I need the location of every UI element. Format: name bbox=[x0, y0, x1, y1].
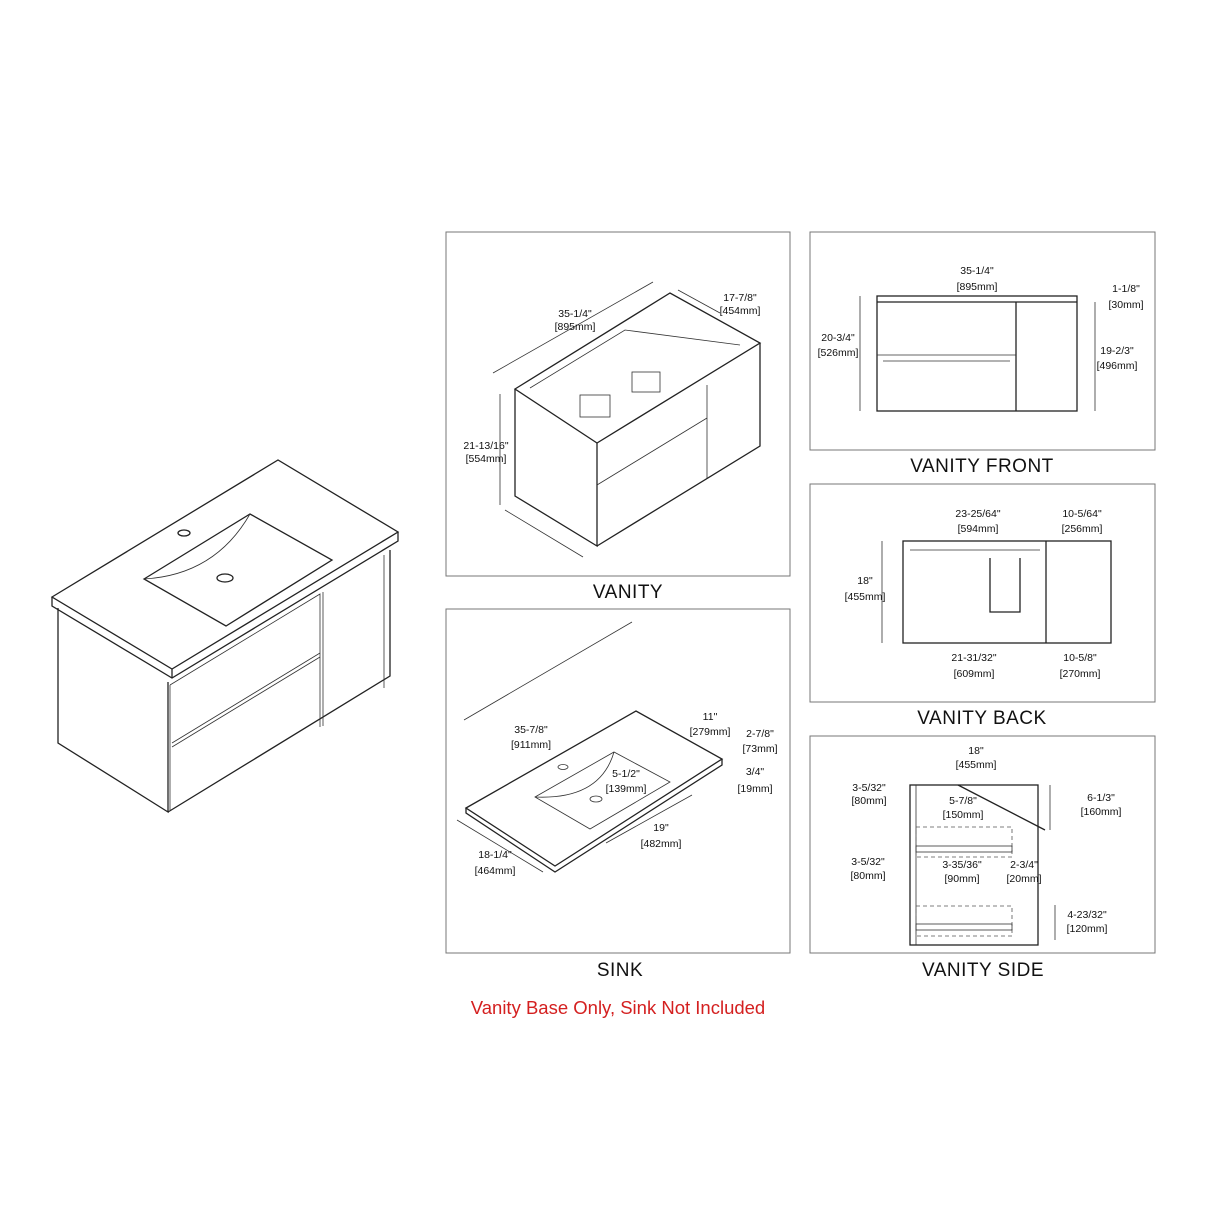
side-e-mm: [90mm] bbox=[944, 873, 979, 885]
front-inner-mm: [496mm] bbox=[1097, 360, 1138, 372]
sink-length: 35-7/8" bbox=[514, 724, 548, 736]
sink-depth: 18-1/4" bbox=[478, 849, 512, 861]
sink-front: 19" bbox=[653, 822, 669, 834]
sink-bowl-depth: 5-1/2" bbox=[612, 768, 640, 780]
side-d: 3-5/32" bbox=[851, 856, 885, 868]
back-height: 18" bbox=[857, 575, 873, 587]
vanity-width: 35-1/4" bbox=[558, 308, 592, 320]
vanity-illustration bbox=[50, 459, 400, 814]
back-height-mm: [455mm] bbox=[845, 591, 886, 603]
side-b: 5-7/8" bbox=[949, 795, 977, 807]
vanity-depth: 17-7/8" bbox=[723, 292, 757, 304]
side-a: 3-5/32" bbox=[852, 782, 886, 794]
sink-lip-mm: [73mm] bbox=[742, 743, 777, 755]
vanity-caption: VANITY bbox=[593, 582, 663, 603]
back-bottom-left: 21-31/32" bbox=[951, 652, 996, 664]
back-bottom-left-mm: [609mm] bbox=[954, 668, 995, 680]
sink-caption: SINK bbox=[597, 960, 643, 981]
sink-bowl-depth-mm: [139mm] bbox=[606, 783, 647, 795]
side-c-mm: [160mm] bbox=[1081, 806, 1122, 818]
back-top-left-mm: [594mm] bbox=[958, 523, 999, 535]
sink-depth-mm: [464mm] bbox=[475, 865, 516, 877]
sink-thickness: 3/4" bbox=[746, 766, 765, 778]
vanity-depth-mm: [454mm] bbox=[720, 305, 761, 317]
front-caption: VANITY FRONT bbox=[910, 456, 1054, 477]
panel-vanity-side: 18" [455mm] 3-5/32" [80mm] 5-7/8" [150mm… bbox=[809, 735, 1156, 981]
sink-length-mm: [911mm] bbox=[511, 739, 551, 751]
sink-back: 11" bbox=[703, 711, 718, 723]
front-width-mm: [895mm] bbox=[957, 281, 998, 293]
front-inner: 19-2/3" bbox=[1100, 345, 1134, 357]
sink-thickness-mm: [19mm] bbox=[737, 783, 772, 795]
front-top-mm: [30mm] bbox=[1108, 299, 1143, 311]
panel-vanity-front: 35-1/4" [895mm] 1-1/8" [30mm] 20-3/4" [5… bbox=[809, 231, 1156, 477]
disclaimer-note: Vanity Base Only, Sink Not Included bbox=[471, 997, 765, 1018]
sink-front-mm: [482mm] bbox=[641, 838, 682, 850]
side-depth: 18" bbox=[968, 745, 984, 757]
side-b-mm: [150mm] bbox=[943, 809, 984, 821]
front-width: 35-1/4" bbox=[960, 265, 994, 277]
front-height: 20-3/4" bbox=[821, 332, 855, 344]
panel-sink: 35-7/8" [911mm] 11" [279mm] 2-7/8" [73mm… bbox=[445, 608, 791, 981]
vanity-height-mm: [554mm] bbox=[466, 453, 507, 465]
back-top-right-mm: [256mm] bbox=[1062, 523, 1103, 535]
vanity-width-mm: [895mm] bbox=[555, 321, 596, 333]
back-top-left: 23-25/64" bbox=[955, 508, 1000, 520]
side-g-mm: [120mm] bbox=[1067, 923, 1108, 935]
back-caption: VANITY BACK bbox=[917, 708, 1046, 729]
sink-lip: 2-7/8" bbox=[746, 728, 774, 740]
panel-vanity: 35-1/4" [895mm] 17-7/8" [454mm] 21-13/16… bbox=[445, 231, 791, 603]
sink-back-mm: [279mm] bbox=[690, 726, 731, 738]
back-bottom-right: 10-5/8" bbox=[1063, 652, 1097, 664]
side-d-mm: [80mm] bbox=[850, 870, 885, 882]
front-top: 1-1/8" bbox=[1112, 283, 1140, 295]
side-depth-mm: [455mm] bbox=[956, 759, 997, 771]
side-a-mm: [80mm] bbox=[851, 795, 886, 807]
vanity-height: 21-13/16" bbox=[463, 440, 508, 452]
front-height-mm: [526mm] bbox=[818, 347, 859, 359]
back-top-right: 10-5/64" bbox=[1062, 508, 1102, 520]
side-e: 3-35/36" bbox=[942, 859, 982, 871]
side-f: 2-3/4" bbox=[1010, 859, 1038, 871]
side-f-mm: [20mm] bbox=[1006, 873, 1041, 885]
back-bottom-right-mm: [270mm] bbox=[1060, 668, 1101, 680]
side-g: 4-23/32" bbox=[1067, 909, 1107, 921]
panel-vanity-back: 23-25/64" [594mm] 10-5/64" [256mm] 18" [… bbox=[809, 483, 1156, 729]
side-caption: VANITY SIDE bbox=[922, 960, 1044, 981]
side-c: 6-1/3" bbox=[1087, 792, 1115, 804]
